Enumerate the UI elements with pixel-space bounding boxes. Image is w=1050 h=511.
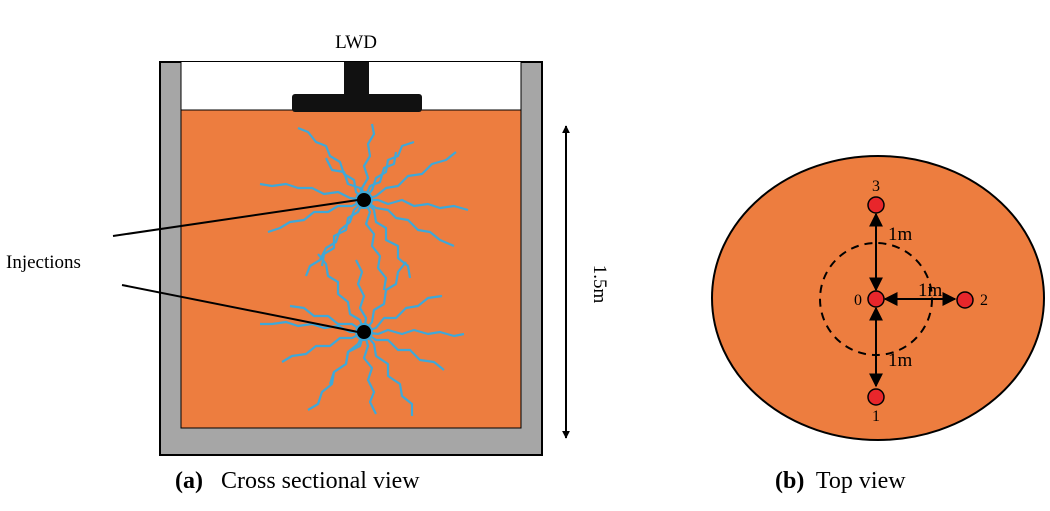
caption-a: (a) Cross sectional view [175,468,420,494]
injection-point-3 [867,196,885,214]
injection-point-0 [867,290,885,308]
soil-body [180,109,522,429]
caption-a-prefix: (a) [175,468,203,494]
lwd-label: LWD [335,32,377,53]
caption-b-text: Top view [816,468,906,494]
injection-point-2 [956,291,974,309]
caption-b-prefix: (b) [775,468,804,494]
cross-section-panel: LWD [6,32,610,494]
top-view-panel: 1m 1m 1m 3 0 2 1 (b) Top view [711,155,1045,494]
injection-point-lower [355,323,373,341]
height-dimension-label: 1.5m [589,265,610,304]
injection-leader-upper [112,199,359,237]
caption-a-text: Cross sectional view [221,468,420,494]
spacing-label-top: 1m [888,224,913,245]
point-label-0: 0 [854,292,862,309]
point-label-3: 3 [872,178,880,195]
spacing-label-right: 1m [918,280,943,301]
injections-label: Injections [6,252,81,273]
injection-point-1 [867,388,885,406]
crack-network-lower [260,253,465,416]
lwd-device [292,62,422,112]
injection-point-upper [355,191,373,209]
caption-b: (b) Top view [775,468,906,494]
point-label-2: 2 [980,292,988,309]
crack-network-upper [259,123,469,291]
injection-leader-lower [121,284,359,333]
spacing-label-bottom: 1m [888,350,913,371]
point-label-1: 1 [872,408,880,425]
